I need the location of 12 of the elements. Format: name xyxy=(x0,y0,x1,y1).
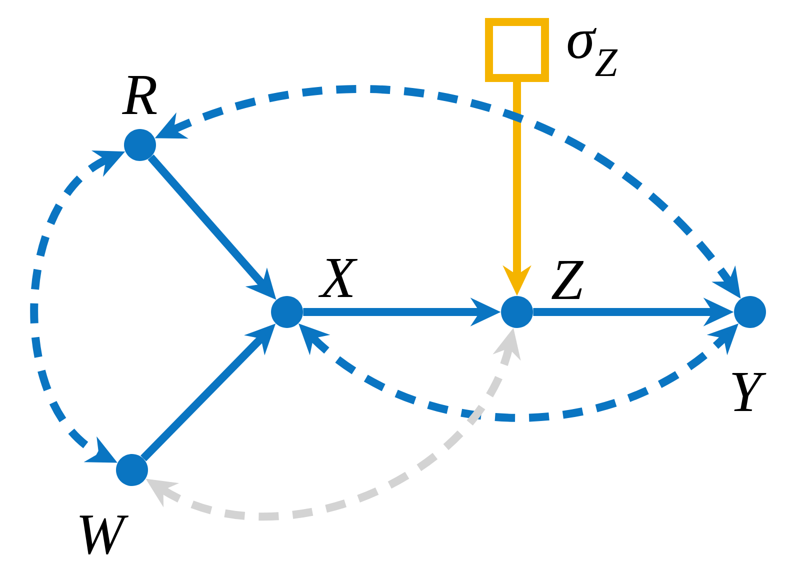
square-node xyxy=(485,18,549,82)
node-label: Y xyxy=(732,373,766,411)
dot-node xyxy=(116,454,148,486)
dot-node xyxy=(734,296,766,328)
dot-node xyxy=(501,296,533,328)
node-label: σ$_{Z}$ xyxy=(568,28,618,76)
dot-node xyxy=(124,129,156,161)
dot-node xyxy=(271,296,303,328)
node-label: X xyxy=(318,259,358,297)
node-label: R xyxy=(122,76,157,114)
node-label: Z xyxy=(552,261,584,299)
node-label: W xyxy=(80,516,129,554)
